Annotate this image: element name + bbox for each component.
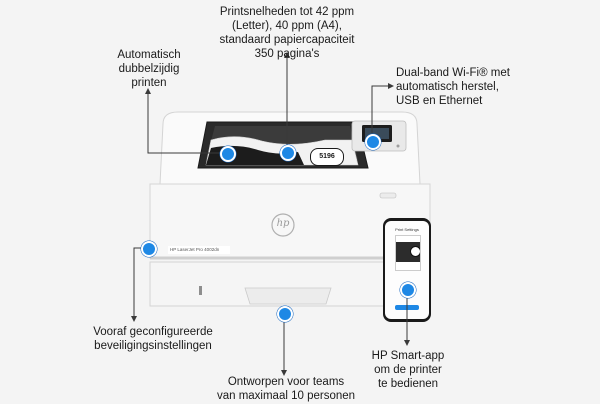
callout-app: HP Smart-app om de printer te bedienen	[371, 350, 445, 390]
paper-label: 5196	[310, 148, 344, 166]
blue-dot-marker-icon[interactable]	[400, 282, 416, 298]
callout-security: Vooraf geconfigureerde beveiligingsinste…	[93, 326, 213, 352]
blue-dot-marker-icon[interactable]	[280, 145, 296, 161]
printer-model-label: HP LaserJet Pro 4002dn	[170, 247, 220, 252]
blue-dot-marker-icon[interactable]	[365, 134, 381, 150]
phone-header: Print Settings	[395, 227, 419, 232]
hp-logo-icon: hp	[276, 218, 290, 229]
callout-duplex: Automatisch dubbelzijdig printen	[117, 49, 181, 89]
callout-connectivity: Dual-band Wi-Fi® met automatisch herstel…	[396, 67, 510, 107]
callout-teams: Ontworpen voor teams van maximaal 10 per…	[216, 376, 356, 402]
callout-print-speed: Printsnelheden tot 42 ppm (Letter), 40 p…	[219, 6, 355, 60]
blue-dot-marker-icon[interactable]	[220, 146, 236, 162]
phone-preview-image	[395, 235, 421, 271]
blue-dot-marker-icon[interactable]	[141, 241, 157, 257]
blue-dot-marker-icon[interactable]	[277, 306, 293, 322]
